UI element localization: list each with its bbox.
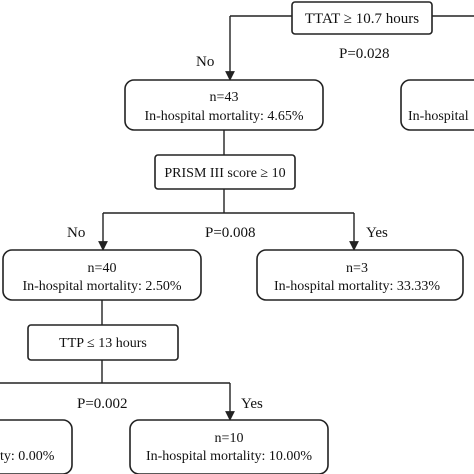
- node-right-3-mortality: In-hospital mortality: 10.00%: [146, 449, 312, 464]
- edge-label-yes-3: Yes: [241, 396, 263, 412]
- prism-split-label: PRISM III score ≥ 10: [164, 166, 285, 181]
- node-right-1: [400, 79, 474, 131]
- node-right-2-mortality: In-hospital mortality: 33.33%: [274, 279, 440, 294]
- ttat-split-label: TTAT ≥ 10.7 hours: [305, 11, 419, 27]
- node-left-1-mortality: In-hospital mortality: 4.65%: [144, 109, 303, 124]
- ttat-split-box: [291, 1, 433, 35]
- prism-split-box: [154, 154, 296, 190]
- node-right-1-mortality: In-hospital: [408, 109, 469, 124]
- ttp-split-box: [27, 324, 179, 361]
- ttp-split-label: TTP ≤ 13 hours: [59, 336, 147, 351]
- node-left-1-n: n=43: [210, 90, 239, 105]
- edge-label-p-2: P=0.008: [205, 225, 256, 241]
- edge-label-no-1: No: [196, 54, 214, 70]
- node-left-2-n: n=40: [88, 261, 117, 276]
- edge-label-p-1: P=0.028: [339, 46, 390, 62]
- node-left-2-mortality: In-hospital mortality: 2.50%: [22, 279, 181, 294]
- node-right-2-n: n=3: [346, 261, 368, 276]
- edge-label-no-2: No: [67, 225, 85, 241]
- edge-label-yes-2: Yes: [366, 225, 388, 241]
- node-right-3: [129, 419, 329, 474]
- edge-label-p-3: P=0.002: [77, 396, 128, 412]
- node-left-3-mortality: ty: 0.00%: [0, 449, 55, 464]
- node-right-3-n: n=10: [215, 431, 244, 446]
- node-right-2: [256, 249, 464, 301]
- node-left-3: [0, 419, 73, 474]
